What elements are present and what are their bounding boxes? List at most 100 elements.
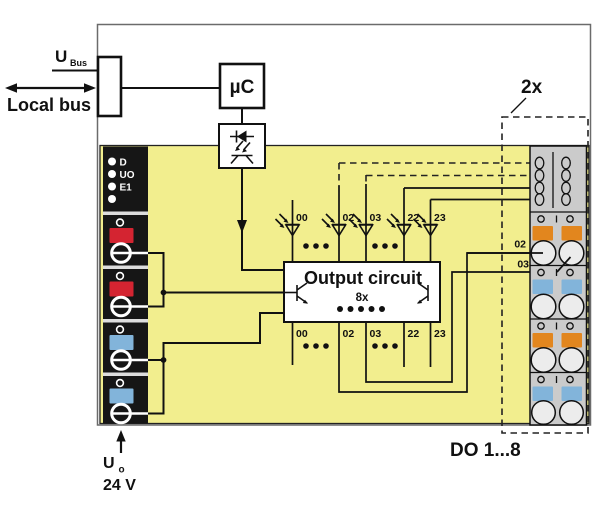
bus-contact [561, 169, 571, 182]
channel-label-top: 22 [408, 212, 420, 224]
terminal-segment-2 [530, 268, 587, 320]
screw-terminal [558, 399, 585, 426]
controller-section: µC [121, 62, 284, 271]
screw-terminal [558, 346, 585, 374]
wire-supply-red-2 [148, 292, 165, 308]
wire-supply-blue-2 [148, 360, 165, 415]
arrow-up-icon [116, 430, 126, 442]
terminal-segment-4 [530, 375, 585, 426]
terminal-color-tab-orange [561, 226, 582, 241]
test-point [537, 215, 545, 223]
test-point [537, 268, 545, 277]
terminal-color-tab-orange [561, 333, 582, 348]
output-circuit-title: Output circuit [304, 268, 422, 288]
output-circuit-box [283, 261, 441, 323]
channel-label-bottom: 23 [434, 328, 446, 340]
status-led-label-d: D [120, 158, 127, 169]
channel-led-icons [274, 213, 439, 238]
screw-terminal [558, 293, 585, 320]
led-indicator-icon [274, 213, 301, 238]
supply-voltage-labels: U o 24 V [103, 430, 136, 494]
status-led-block: D UO E1 [108, 157, 135, 203]
strip-separator [103, 319, 148, 323]
channel-23: 23 23 [429, 198, 536, 367]
optocoupler-box [218, 123, 266, 169]
led-indicator-icon [386, 213, 412, 238]
arrow-left-icon [5, 83, 17, 93]
test-point [566, 322, 574, 330]
led-indicator-icon [348, 213, 374, 238]
terminal-channel-label-02: 02 [514, 239, 526, 251]
channel-label-top: 02 [343, 212, 355, 224]
test-point [115, 378, 125, 388]
bus-contact [561, 156, 571, 170]
expansion-dashed-box [501, 116, 589, 434]
channel-label-bottom: 22 [408, 328, 420, 340]
screw-terminal [530, 399, 557, 426]
wire-blue-to-output [162, 312, 284, 360]
channel-label-top: 00 [296, 212, 308, 224]
test-point [115, 271, 125, 281]
channel-label-bottom: 02 [343, 328, 355, 340]
u-out-sub-label: o [119, 465, 125, 476]
output-circuit: Output circuit 8x [283, 261, 441, 323]
status-led-dot-e1 [108, 182, 116, 191]
test-point [537, 375, 545, 384]
wire-supply-red-1 [148, 252, 165, 293]
test-point [115, 325, 125, 334]
channel-00: 00 00 [291, 200, 308, 365]
expansion-outline: 2x [501, 77, 589, 434]
screw-terminal [530, 346, 557, 374]
supply-terminal-segment-2 [109, 271, 148, 318]
led-indicator-icon [412, 213, 439, 238]
supply-terminal-strip: D UO E1 [103, 146, 148, 425]
status-led-label-uo: UO [120, 170, 135, 181]
wire-junction-dot [160, 289, 167, 296]
arrow-right-icon [84, 83, 96, 93]
strip-separator [103, 265, 148, 269]
status-led-label-e1: E1 [120, 183, 133, 194]
supply-terminal-segment-4 [109, 378, 148, 425]
terminal-color-tab-blue [561, 386, 582, 401]
u-bus-label: U [55, 47, 67, 66]
supply-terminal-segment-3 [109, 325, 148, 371]
test-point [566, 268, 574, 277]
terminal-color-tab-red [109, 281, 134, 297]
test-point [566, 375, 574, 384]
test-point [537, 322, 545, 330]
strip-separator [103, 211, 148, 215]
status-led-dot-uo [108, 170, 116, 178]
transistor-icon-left [284, 282, 308, 304]
bus-interface-box [96, 55, 123, 118]
wire-into-terminal-03 [556, 256, 572, 273]
terminal-color-tab-blue [532, 279, 553, 294]
bus-contact-section [530, 152, 587, 213]
channel-label-top: 23 [434, 212, 446, 224]
multiplier-2x-label: 2x [521, 77, 543, 98]
local-bus-interface: U Bus Local bus [5, 47, 123, 118]
screw-terminal [530, 293, 557, 320]
terminal-segment-3 [530, 322, 587, 374]
u-bus-sub-label: Bus [70, 58, 87, 68]
supply-terminal-segment-1 [109, 218, 148, 264]
status-led-dot-d [108, 157, 116, 166]
screw-terminal-03 [558, 239, 585, 267]
status-led-dot-blank [108, 195, 116, 203]
terminal-color-tab-blue [109, 388, 134, 404]
test-point [115, 218, 125, 227]
bus-contact [534, 169, 545, 182]
channel-ellipsis-dots [303, 243, 398, 349]
channel-label-bottom: 03 [370, 328, 382, 340]
terminal-color-tab-orange [532, 333, 553, 348]
internal-wiring-left [148, 252, 284, 415]
signal-direction-arrow-icon [237, 220, 247, 233]
bus-contact [534, 193, 545, 206]
test-point [566, 215, 574, 223]
transistor-icon-right [417, 282, 429, 304]
terminal-segment-1 [530, 215, 587, 267]
u-out-label: U [103, 455, 115, 472]
multiplier-8x-label: 8x [356, 292, 369, 304]
channel-label-bottom: 00 [296, 328, 308, 340]
